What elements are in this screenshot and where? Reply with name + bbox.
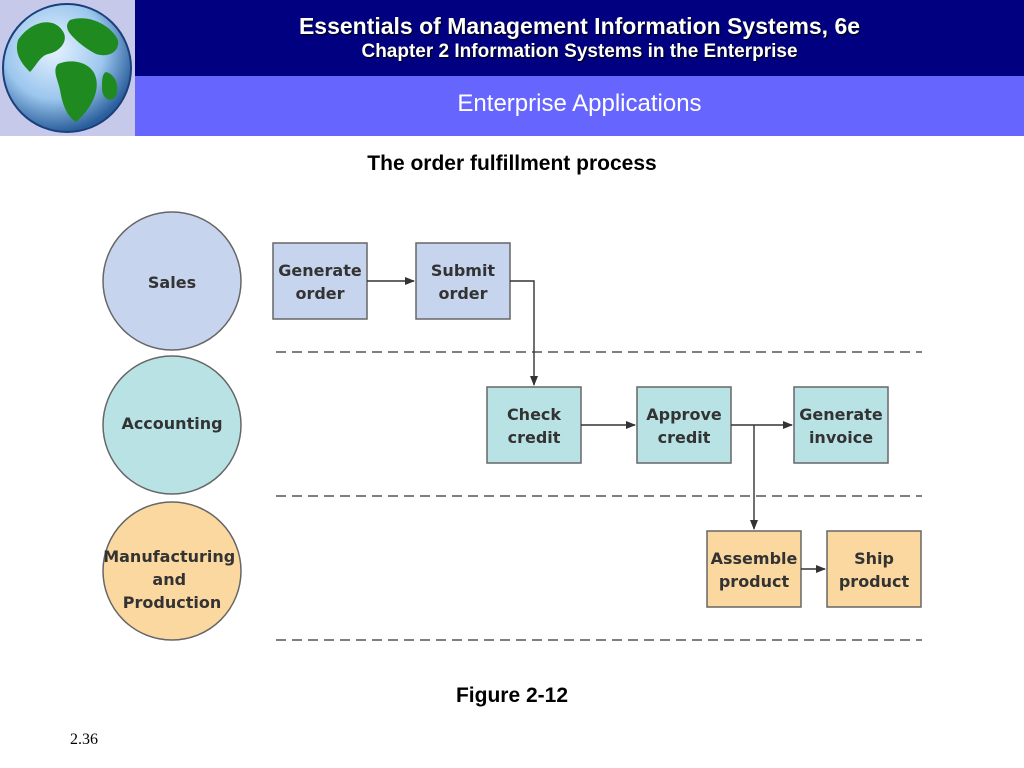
lane-circle-manufacturing — [102, 501, 242, 641]
globe-logo — [0, 0, 135, 136]
step-box-assemble-product — [706, 530, 802, 608]
lane-circle-accounting — [102, 355, 242, 495]
lane-label-manufacturing: Manufacturing and Production — [103, 547, 241, 612]
section-band: Enterprise Applications — [135, 76, 1024, 136]
globe-icon — [2, 3, 132, 133]
chapter-title: Chapter 2 Information Systems in the Ent… — [361, 41, 798, 62]
lane-label-sales: Sales — [148, 273, 196, 292]
section-title: Enterprise Applications — [457, 90, 702, 117]
diagram-title: The order fulfillment process — [367, 152, 657, 175]
step-box-generate-order — [272, 242, 368, 320]
step-box-generate-invoice — [793, 386, 889, 464]
step-box-approve-credit — [636, 386, 732, 464]
header-band: Essentials of Management Information Sys… — [135, 0, 1024, 76]
course-title: Essentials of Management Information Sys… — [298, 13, 861, 39]
lane-circle-sales — [102, 211, 242, 351]
slide-number: 2.36 — [70, 731, 98, 748]
figure-label: Figure 2-12 — [455, 684, 569, 707]
lane-label-accounting: Accounting — [121, 414, 222, 433]
step-box-check-credit — [486, 386, 582, 464]
flow-arrow — [510, 280, 538, 386]
step-box-submit-order — [415, 242, 511, 320]
step-box-ship-product — [826, 530, 922, 608]
